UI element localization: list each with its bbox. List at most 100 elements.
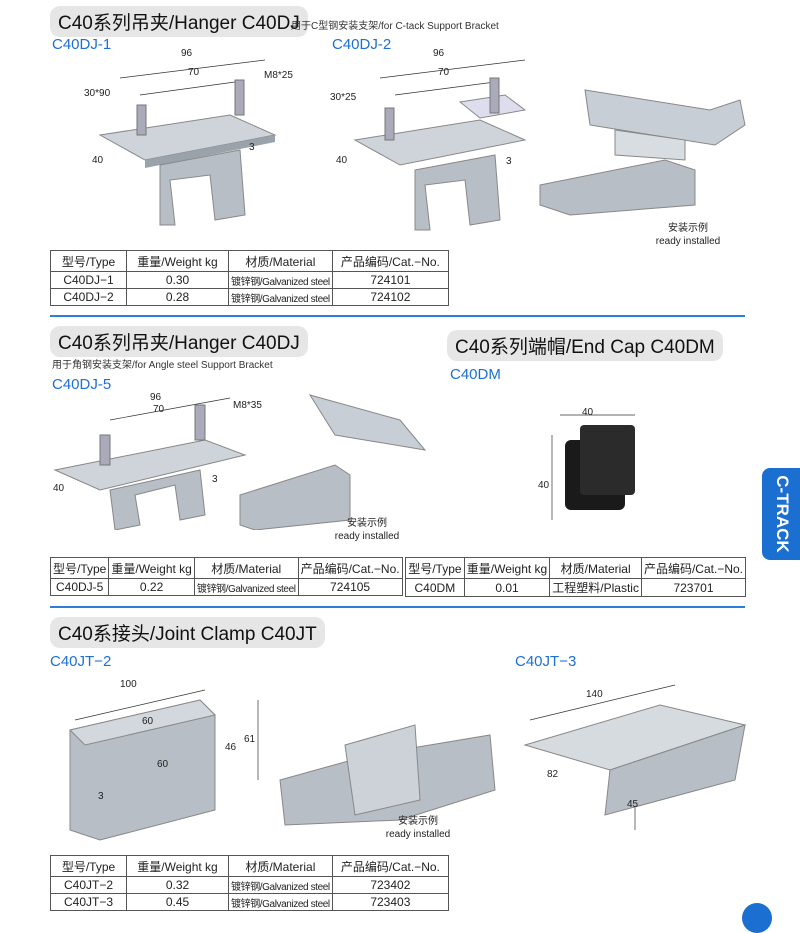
dim-label: 40: [582, 407, 594, 418]
hanger-c40dj-1-drawing: [98, 59, 277, 226]
model-label-c40dj-2: C40DJ-2: [332, 36, 392, 53]
installed-caption: 安装示例 ready installed: [378, 815, 458, 841]
cell: C40DJ−1: [50, 271, 127, 289]
dim-label: 96: [150, 392, 162, 403]
dim-label: 30*25: [330, 92, 357, 103]
col-header: 产品编码/Cat.−No.: [331, 250, 450, 272]
cell: 工程塑料/Plastic: [549, 578, 642, 597]
cell: 镀锌钢/Galvanized steel: [228, 288, 333, 306]
cell: C40JT−2: [50, 876, 127, 894]
page-marker: [742, 903, 772, 933]
installed-caption: 安装示例 ready installed: [327, 517, 407, 543]
col-header: 型号/Type: [49, 557, 110, 579]
cell: 镀锌钢/Galvanized steel: [228, 893, 333, 911]
cell: 724105: [297, 578, 403, 596]
dim-label: 3: [506, 156, 512, 167]
dim-label: 100: [120, 679, 137, 690]
model-label-c40jt-3: C40JT−3: [515, 653, 577, 670]
caption-en: ready installed: [655, 236, 721, 247]
cell: 723402: [331, 876, 450, 894]
col-header: 重量/Weight kg: [126, 855, 229, 877]
cell: 0.01: [463, 578, 551, 597]
dim-label: 140: [586, 689, 603, 700]
cell: 724101: [331, 271, 450, 289]
section-title-hanger: C40系列吊夹/Hanger C40DJ: [50, 6, 308, 37]
end-cap-c40dm-drawing: [551, 414, 635, 520]
col-header: 材质/Material: [549, 557, 642, 579]
dim-label: 40: [538, 480, 550, 491]
cell: C40JT−3: [50, 893, 127, 911]
dim-label: 60: [142, 716, 154, 727]
col-header: 型号/Type: [50, 855, 127, 877]
dim-label: 40: [336, 155, 348, 166]
section-subtitle: 用于C型钢安装支架/for C-tack Support Bracket: [291, 21, 499, 32]
col-header: 重量/Weight kg: [108, 557, 195, 579]
dim-label: 96: [433, 48, 445, 59]
installed-caption: 安装示例 ready installed: [648, 222, 728, 248]
dim-label: 82: [547, 769, 559, 780]
cell: 0.28: [126, 288, 229, 306]
joint-clamp-c40jt-3-drawing: [523, 684, 747, 830]
dim-label: 30*90: [84, 88, 111, 99]
dim-label: 96: [181, 48, 193, 59]
caption-cn: 安装示例: [668, 223, 708, 234]
dim-label: 45: [627, 799, 639, 810]
side-tab-c-track[interactable]: C-TRACK: [762, 468, 800, 560]
cell: 0.32: [126, 876, 229, 894]
caption-cn: 安装示例: [398, 816, 438, 827]
col-header: 型号/Type: [405, 557, 465, 579]
cell: 镀锌钢/Galvanized steel: [193, 578, 299, 596]
dim-label: 40: [92, 155, 104, 166]
dim-label: 70: [153, 404, 165, 415]
model-label-c40dj-5: C40DJ-5: [52, 376, 112, 393]
model-label-c40dm: C40DM: [450, 366, 501, 383]
cell: C40DJ−2: [50, 288, 127, 306]
side-tab-label: C-TRACK: [773, 475, 792, 553]
col-header: 产品编码/Cat.−No.: [640, 557, 747, 579]
dim-label: 70: [438, 67, 450, 78]
joint-clamp-c40jt-2-drawing: [69, 689, 496, 841]
caption-en: ready installed: [334, 531, 400, 542]
caption-cn: 安装示例: [347, 518, 387, 529]
dim-label: M8*35: [233, 400, 262, 411]
section-divider: [50, 606, 745, 608]
dim-label: 61: [244, 734, 256, 745]
installed-example-drawing: [539, 89, 746, 216]
model-label-c40jt-2: C40JT−2: [50, 653, 112, 670]
cell: 0.30: [126, 271, 229, 289]
col-header: 重量/Weight kg: [126, 250, 229, 272]
caption-en: ready installed: [385, 829, 451, 840]
section-title-joint-clamp: C40系接头/Joint Clamp C40JT: [50, 617, 325, 648]
dim-label: 70: [188, 67, 200, 78]
col-header: 产品编码/Cat.−No.: [331, 855, 450, 877]
col-header: 产品编码/Cat.−No.: [297, 557, 403, 579]
dim-label: 3: [98, 791, 104, 802]
cell: 724102: [331, 288, 450, 306]
cell: 723403: [331, 893, 450, 911]
cell: 镀锌钢/Galvanized steel: [228, 271, 333, 289]
col-header: 材质/Material: [228, 250, 333, 272]
model-label-c40dj-1: C40DJ-1: [52, 36, 112, 53]
cell: C40DM: [405, 578, 465, 597]
col-header: 型号/Type: [50, 250, 127, 272]
cell: 723701: [640, 578, 747, 597]
dim-label: 3: [212, 474, 218, 485]
section-title-end-cap: C40系列端帽/End Cap C40DM: [447, 330, 723, 361]
cell: 0.22: [108, 578, 195, 596]
dim-label: M8*25: [264, 70, 293, 81]
col-header: 材质/Material: [193, 557, 299, 579]
dim-label: 60: [157, 759, 169, 770]
